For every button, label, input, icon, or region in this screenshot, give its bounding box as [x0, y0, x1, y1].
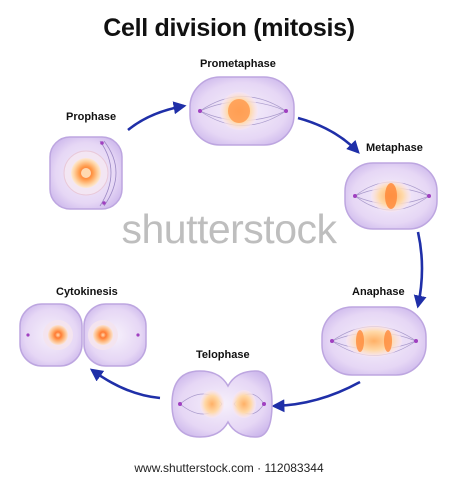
label-anaphase: Anaphase — [352, 286, 405, 298]
arrow-anaphase-to-telophase — [271, 380, 361, 413]
label-cytokinesis: Cytokinesis — [56, 286, 118, 298]
arrow-telophase-to-cytokinesis — [89, 368, 161, 400]
arrow-prometaphase-to-metaphase — [297, 116, 360, 154]
page-title: Cell division (mitosis) — [103, 14, 355, 42]
metaphase-cell — [344, 162, 438, 230]
footer-bar — [0, 456, 458, 480]
footer-separator: · — [257, 461, 262, 475]
watermark-text: shutterstock — [121, 206, 337, 252]
arrow-metaphase-to-anaphase — [413, 231, 427, 309]
label-telophase: Telophase — [196, 349, 250, 361]
footer-image-number: 112083344 — [264, 461, 324, 475]
anaphase-cell — [321, 306, 427, 376]
label-metaphase: Metaphase — [366, 142, 423, 154]
telophase-cell — [171, 370, 273, 438]
label-prophase: Prophase — [66, 111, 117, 123]
arrow-prophase-to-prometaphase — [127, 101, 187, 132]
prometaphase-cell — [189, 76, 295, 146]
footer: www.shutterstock.com · 112083344 — [0, 461, 458, 475]
prophase-cell — [49, 136, 123, 210]
label-prometaphase: Prometaphase — [200, 58, 276, 70]
cytokinesis-cells — [19, 303, 147, 367]
footer-site: www.shutterstock.com — [134, 461, 254, 475]
